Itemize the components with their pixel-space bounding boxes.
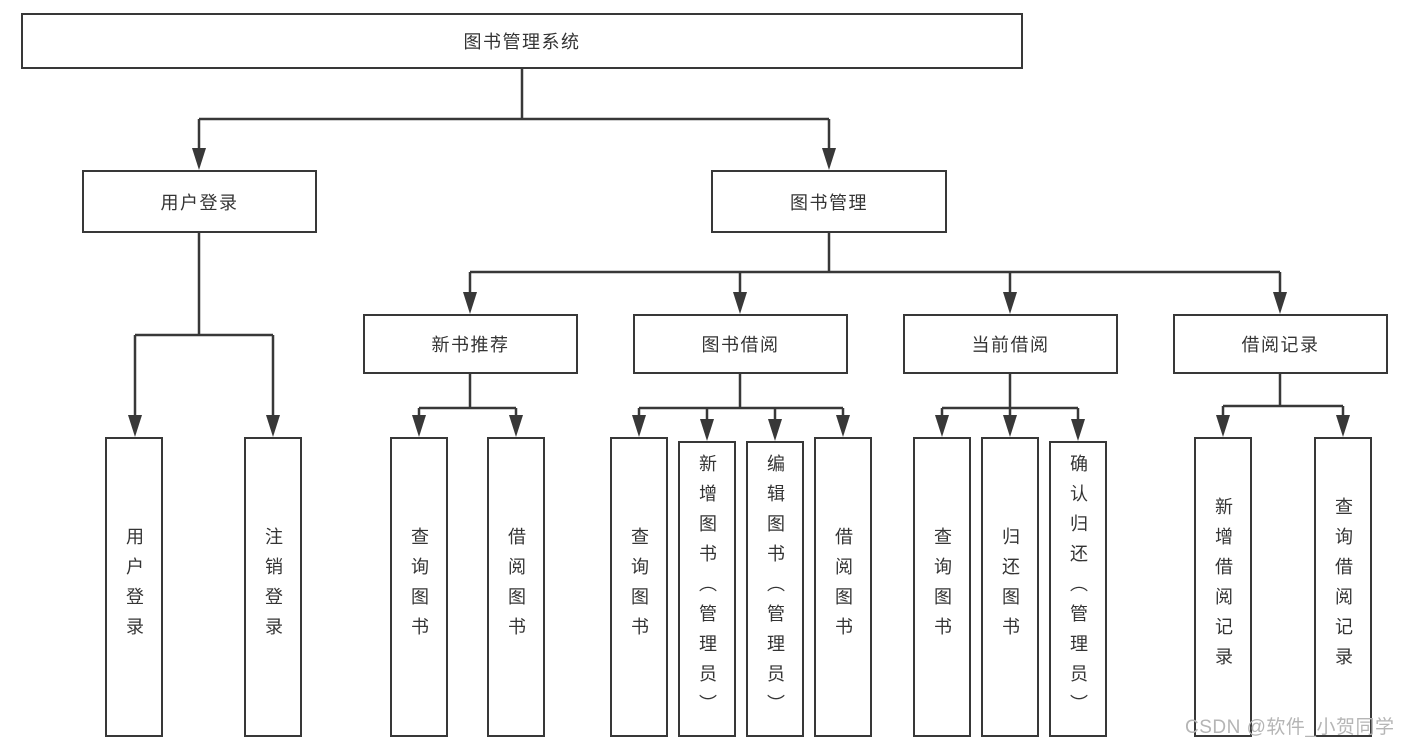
leaf-query-borrow-record: 查询借阅记录: [1314, 437, 1372, 737]
node-label: 查询图书: [409, 527, 429, 647]
node-label: 查询图书: [629, 527, 649, 647]
node-label: 图书管理: [790, 192, 868, 213]
leaf-edit-books-admin: 编辑图书（管理员）: [746, 441, 804, 737]
node-label: 借阅记录: [1241, 335, 1320, 355]
node-borrow-records: 借阅记录: [1173, 314, 1388, 374]
leaf-user-login: 用户登录: [105, 437, 163, 737]
node-label: 借阅图书: [506, 527, 526, 647]
node-label: 借阅图书: [833, 527, 853, 647]
leaf-confirm-return-admin: 确认归还（管理员）: [1049, 441, 1107, 737]
node-label: 确认归还（管理员）: [1068, 454, 1088, 724]
node-label: 归还图书: [1000, 527, 1020, 647]
node-label: 新增借阅记录: [1213, 497, 1233, 677]
leaf-current-query-books: 查询图书: [913, 437, 971, 737]
node-label: 查询图书: [932, 527, 952, 647]
node-book-borrow: 图书借阅: [633, 314, 848, 374]
leaf-borrow-books: 借阅图书: [814, 437, 872, 737]
leaf-add-books-admin: 新增图书（管理员）: [678, 441, 736, 737]
node-new-book-recommend: 新书推荐: [363, 314, 578, 374]
node-user-login: 用户登录: [82, 170, 317, 233]
node-library-management-system: 图书管理系统: [21, 13, 1023, 69]
leaf-add-borrow-record: 新增借阅记录: [1194, 437, 1252, 737]
node-label: 用户登录: [124, 527, 144, 647]
leaf-return-books: 归还图书: [981, 437, 1039, 737]
leaf-borrow-query-books: 查询图书: [610, 437, 668, 737]
node-label: 用户登录: [160, 192, 239, 213]
leaf-recommend-query-books: 查询图书: [390, 437, 448, 737]
node-current-borrow: 当前借阅: [903, 314, 1118, 374]
leaf-recommend-borrow-books: 借阅图书: [487, 437, 545, 737]
node-label: 图书管理系统: [463, 32, 581, 52]
node-book-management: 图书管理: [711, 170, 947, 233]
csdn-watermark: CSDN @软件_小贺同学: [1185, 717, 1395, 738]
node-label: 查询借阅记录: [1333, 497, 1353, 677]
node-label: 新书推荐: [431, 335, 510, 355]
node-label: 新增图书（管理员）: [697, 454, 717, 724]
node-label: 注销登录: [263, 527, 283, 647]
node-label: 当前借阅: [971, 335, 1050, 355]
leaf-logout-login: 注销登录: [244, 437, 302, 737]
node-label: 图书借阅: [701, 335, 780, 355]
node-label: 编辑图书（管理员）: [765, 454, 785, 724]
